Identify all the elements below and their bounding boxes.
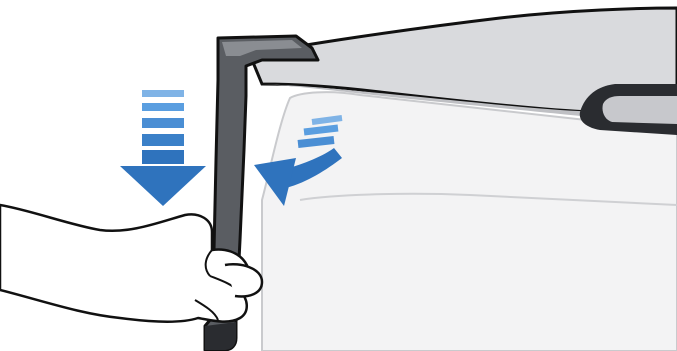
down-arrow-icon <box>120 90 206 206</box>
hand-icon <box>0 205 249 322</box>
handle-foot <box>205 322 236 350</box>
lid-vent-inner <box>602 96 677 124</box>
